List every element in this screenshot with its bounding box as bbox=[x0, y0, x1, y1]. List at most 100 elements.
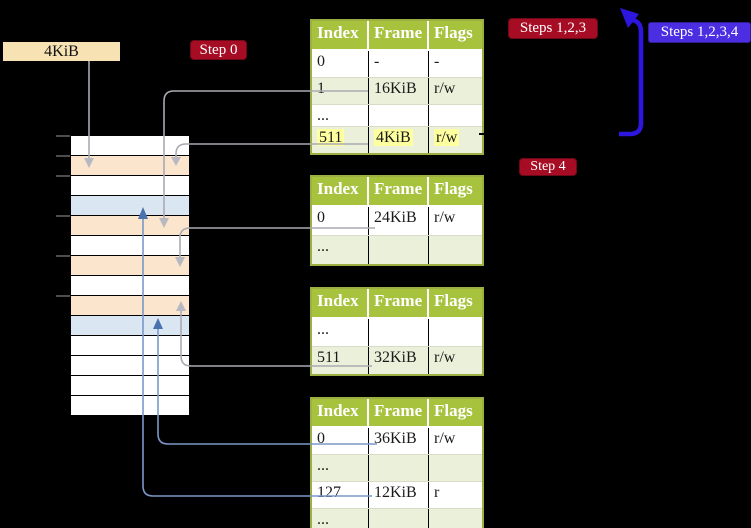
memory-tick bbox=[56, 295, 70, 297]
cell-index: ... bbox=[312, 319, 369, 346]
table-row-dotdotdot: ... bbox=[312, 454, 482, 481]
memory-frame-row-8-table bbox=[71, 296, 189, 316]
memory-frame-row-12-plain bbox=[71, 376, 189, 396]
cell-text: - bbox=[374, 53, 380, 70]
table-row-0: 0 - - bbox=[312, 49, 482, 77]
memory-tick bbox=[56, 155, 70, 157]
step4-badge: Step 4 bbox=[519, 158, 577, 176]
cell-flags bbox=[429, 236, 482, 264]
cell-text: ... bbox=[317, 321, 329, 338]
cell-frame bbox=[369, 455, 429, 481]
cell-flags: r/w bbox=[429, 78, 482, 104]
cell-text: ... bbox=[317, 238, 329, 255]
column-header-flags: Flags bbox=[429, 21, 482, 49]
cell-frame: 16KiB bbox=[369, 78, 429, 104]
memory-frame-row-13-plain bbox=[71, 396, 189, 415]
table-row-0: 0 36KiB r/w bbox=[312, 426, 482, 454]
table-row-511: 511 32KiB r/w bbox=[312, 346, 482, 374]
memory-frame-row-1-table bbox=[71, 156, 189, 176]
cell-index: 1 bbox=[312, 78, 369, 104]
memory-frame-row-11-plain bbox=[71, 356, 189, 376]
column-header-frame: Frame bbox=[369, 289, 429, 317]
memory-frame-row-10-plain bbox=[71, 336, 189, 356]
cell-text: r/w bbox=[434, 430, 456, 447]
cell-index: ... bbox=[312, 105, 369, 126]
cell-frame bbox=[369, 105, 429, 126]
cell-text: 16KiB bbox=[374, 80, 417, 97]
cell-text: 0 bbox=[317, 53, 325, 70]
cell-text: r bbox=[434, 484, 440, 501]
memory-frame-row-6-table bbox=[71, 256, 189, 276]
memory-tick bbox=[56, 255, 70, 257]
cell-index: 0 bbox=[312, 207, 369, 235]
steps123-badge: Steps 1,2,3 bbox=[508, 18, 598, 39]
memory-frame-row-7-plain bbox=[71, 276, 189, 296]
table-row-511: 511 4KiB r/w bbox=[312, 126, 482, 153]
cell-flags: r/w bbox=[429, 347, 482, 374]
cell-index: ... bbox=[312, 236, 369, 264]
table-row-dotdotdot: ... bbox=[312, 508, 482, 528]
cell-flags: - bbox=[429, 51, 482, 77]
cell-text: 127 bbox=[317, 484, 341, 501]
cell-frame: 24KiB bbox=[369, 207, 429, 235]
memory-tick bbox=[56, 135, 70, 137]
cell-frame bbox=[369, 509, 429, 528]
cell-text: 511 bbox=[317, 129, 345, 146]
cell-index: 127 bbox=[312, 482, 369, 508]
table-row-dotdotdot: ... bbox=[312, 104, 482, 126]
cell-index: ... bbox=[312, 509, 369, 528]
column-header-frame: Frame bbox=[369, 177, 429, 205]
cell-text: 32KiB bbox=[374, 349, 417, 366]
cell-index: 0 bbox=[312, 51, 369, 77]
cell-index: 0 bbox=[312, 428, 369, 454]
cell-frame: 12KiB bbox=[369, 482, 429, 508]
cell-index: ... bbox=[312, 455, 369, 481]
steps-loop-arrow bbox=[619, 8, 644, 137]
table-row-dotdotdot: ... bbox=[312, 235, 482, 264]
cell-text: 511 bbox=[317, 349, 341, 366]
memory-frame-row-2-plain bbox=[71, 176, 189, 196]
cell-text: 1 bbox=[317, 80, 325, 97]
column-header-index: Index bbox=[312, 177, 369, 205]
table-row-0: 0 24KiB r/w bbox=[312, 205, 482, 235]
cell-frame: - bbox=[369, 51, 429, 77]
table-row-dotdotdot: ... bbox=[312, 317, 482, 346]
cell-text: ... bbox=[317, 511, 329, 528]
cell-flags bbox=[429, 319, 482, 346]
physical-memory-stack bbox=[70, 135, 190, 416]
cell-text: r/w bbox=[434, 209, 456, 226]
cell-index: 511 bbox=[312, 127, 369, 153]
cell-index: 511 bbox=[312, 347, 369, 374]
cell-text: 24KiB bbox=[374, 209, 417, 226]
table-row-127: 127 12KiB r bbox=[312, 481, 482, 508]
cell-frame: 4KiB bbox=[369, 127, 429, 153]
cell-frame: 32KiB bbox=[369, 347, 429, 374]
memory-frame-row-5-plain bbox=[71, 236, 189, 256]
memory-frame-row-4-table bbox=[71, 216, 189, 236]
cell-text: r/w bbox=[434, 129, 460, 146]
column-header-index: Index bbox=[312, 21, 369, 49]
cell-text: r/w bbox=[434, 80, 456, 97]
cell-flags bbox=[429, 509, 482, 528]
steps1234-badge: Steps 1,2,3,4 bbox=[648, 22, 751, 43]
cell-flags bbox=[429, 455, 482, 481]
cell-text: ... bbox=[317, 107, 329, 124]
cell-flags bbox=[429, 105, 482, 126]
memory-frame-row-9-mapped bbox=[71, 316, 189, 336]
column-header-flags: Flags bbox=[429, 289, 482, 317]
column-header-index: Index bbox=[312, 289, 369, 317]
column-header-flags: Flags bbox=[429, 399, 482, 426]
cell-text: 0 bbox=[317, 430, 325, 447]
table-row-1: 1 16KiB r/w bbox=[312, 77, 482, 104]
cell-flags: r bbox=[429, 482, 482, 508]
cell-text: 36KiB bbox=[374, 430, 417, 447]
column-header-frame: Frame bbox=[369, 399, 429, 426]
cell-frame: 36KiB bbox=[369, 428, 429, 454]
cell-text: ... bbox=[317, 457, 329, 474]
